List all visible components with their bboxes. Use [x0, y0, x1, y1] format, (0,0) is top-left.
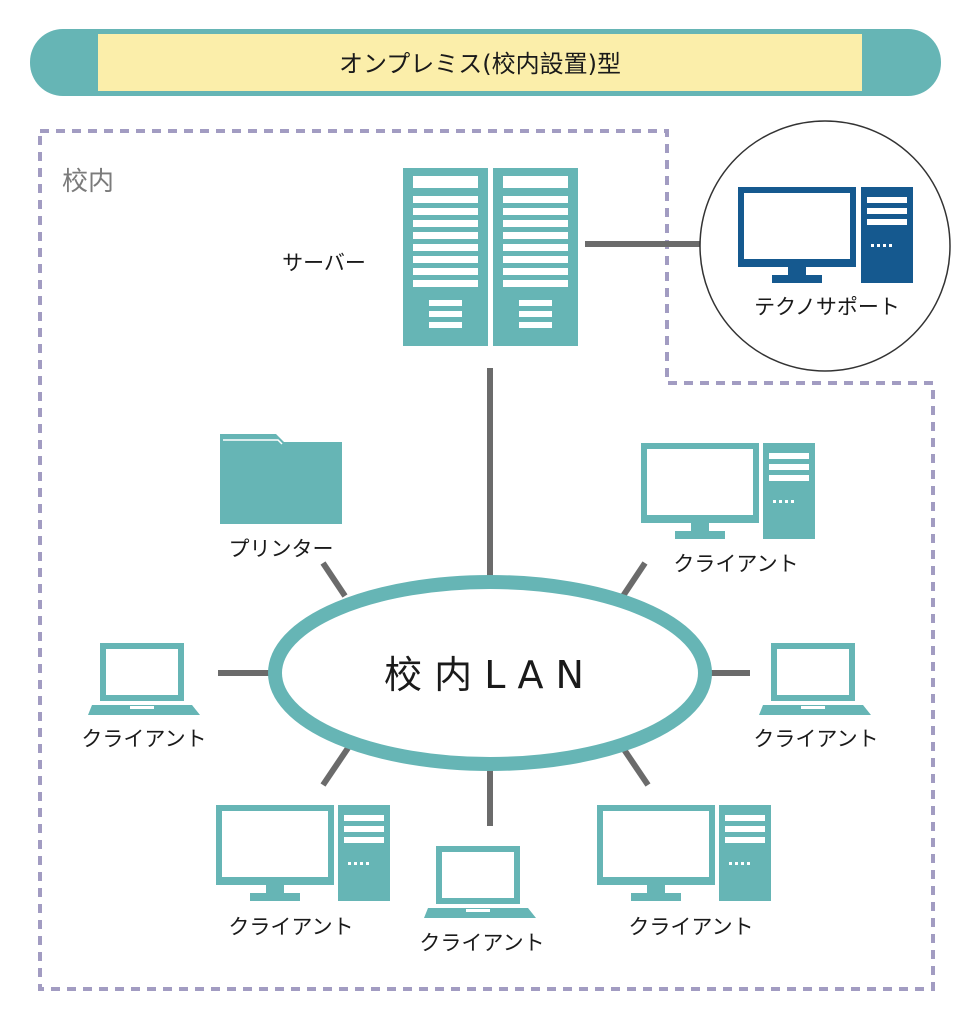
client-bottom-center-label: クライアント — [419, 931, 544, 955]
desktop-icon — [216, 805, 390, 901]
desktop-icon — [597, 805, 771, 901]
connectors — [218, 241, 750, 826]
printer-label: プリンター — [229, 537, 334, 561]
printer-node: プリンター — [220, 434, 342, 561]
folder-icon — [220, 442, 342, 524]
client-bottom-left-label: クライアント — [228, 915, 353, 939]
client-top-right-lan-link — [620, 561, 648, 598]
client-left-label: クライアント — [81, 727, 206, 751]
client-bottom-right-label: クライアント — [628, 915, 753, 939]
campus-label: 校内 — [62, 167, 114, 197]
lan-node: 校 内 L A N — [268, 575, 712, 771]
folder-tab — [220, 434, 284, 442]
client-bottom-left-lan-link — [320, 746, 351, 787]
client-top-right: クライアント — [641, 443, 815, 576]
laptop-icon — [759, 643, 871, 715]
client-bottom-right: クライアント — [597, 805, 771, 939]
client-right-label: クライアント — [753, 727, 878, 751]
server-node: サーバー — [282, 168, 578, 346]
client-left: クライアント — [81, 643, 207, 751]
server-tower-icon-left — [403, 168, 488, 346]
client-right: クライアント — [753, 643, 879, 751]
title-banner-fill — [98, 34, 862, 91]
printer-lan-link — [320, 561, 348, 598]
laptop-icon — [88, 643, 200, 715]
title: オンプレミス(校内設置)型 — [339, 50, 621, 78]
laptop-icon — [424, 846, 536, 918]
client-bottom-center: クライアント — [419, 846, 545, 955]
desktop-icon — [641, 443, 815, 539]
support-label: テクノサポート — [754, 295, 900, 319]
support-pc-icon — [738, 187, 913, 283]
lan-ellipse — [268, 575, 712, 771]
campus-boundary — [38, 129, 935, 991]
client-top-right-label: クライアント — [673, 552, 798, 576]
server-tower-icon-right — [493, 168, 578, 346]
server-label: サーバー — [282, 251, 366, 275]
client-bottom-right-lan-link — [620, 746, 651, 787]
client-bottom-left: クライアント — [216, 805, 390, 939]
lan-label: 校 内 L A N — [384, 653, 584, 697]
title-banner: オンプレミス(校内設置)型 — [30, 29, 941, 96]
techno-support-node: テクノサポート — [699, 120, 951, 372]
